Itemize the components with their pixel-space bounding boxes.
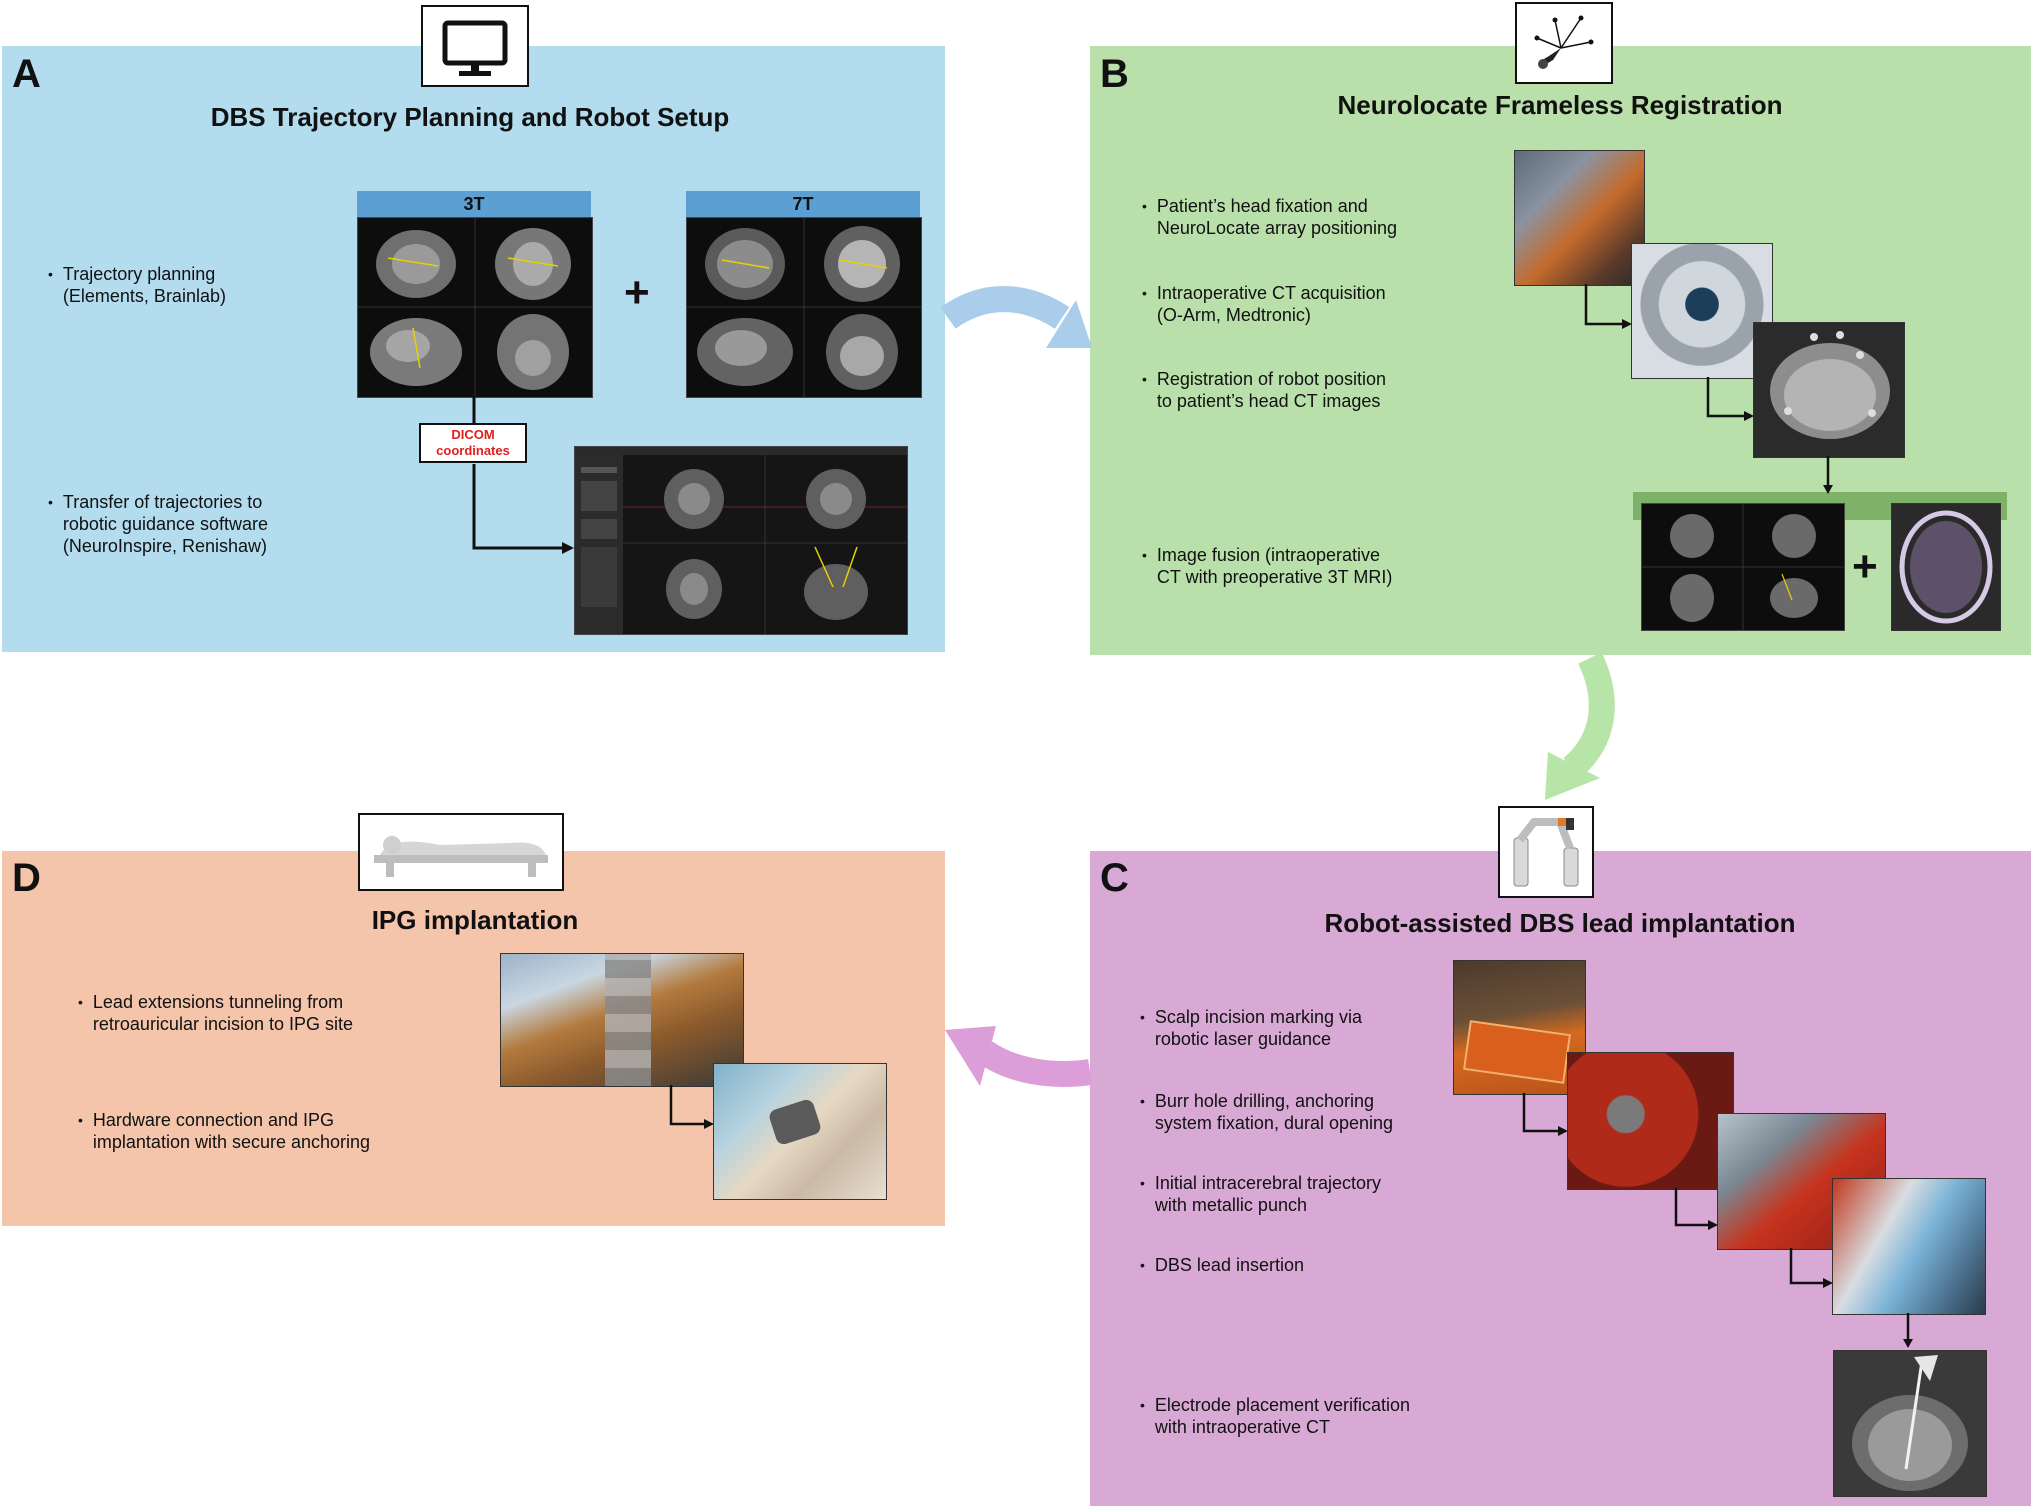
fusion-mri-image xyxy=(1641,503,1845,631)
ipg-device xyxy=(767,1097,823,1147)
bullet-text: Registration of robot position to patien… xyxy=(1156,369,1387,411)
bullet-text: Image fusion (intraoperative CT with pre… xyxy=(1156,545,1393,587)
pixelated-face-region xyxy=(605,954,651,1086)
panel-a-letter: A xyxy=(12,52,41,96)
panel-d-bullet-1: •Lead extensions tunneling from retroaur… xyxy=(78,992,354,1034)
plus-sign: + xyxy=(1852,542,1878,591)
arrow-c-to-d xyxy=(945,1026,1092,1087)
panel-d-letter: D xyxy=(12,856,41,900)
mri-7t-header: 7T xyxy=(686,191,920,217)
bullet-text: Intraoperative CT acquisition (O-Arm, Me… xyxy=(1156,283,1386,325)
panel-b-letter: B xyxy=(1100,52,1129,96)
panel-d-title: IPG implantation xyxy=(371,905,579,935)
panel-d-bullet-2: •Hardware connection and IPG implantatio… xyxy=(78,1110,371,1152)
bullet-text: Burr hole drilling, anchoring system fix… xyxy=(1154,1091,1394,1133)
burr-hole-photo xyxy=(1567,1052,1734,1190)
tunneling-photo xyxy=(500,953,744,1087)
neuroinspire-screenshot xyxy=(574,446,908,635)
panel-a-title: DBS Trajectory Planning and Robot Setup xyxy=(210,102,730,132)
mri-3t-image xyxy=(357,217,593,398)
bullet-text: Scalp incision marking via robotic laser… xyxy=(1154,1007,1362,1049)
bullet-text: Transfer of trajectories to robotic guid… xyxy=(62,492,269,556)
arrow-a-to-b xyxy=(940,286,1092,348)
arrow-b-to-c xyxy=(1545,652,1615,800)
panel-b-bullet-2: •Intraoperative CT acquisition (O-Arm, M… xyxy=(1142,283,1386,325)
panel-c-bullet-4: •DBS lead insertion xyxy=(1140,1255,1304,1275)
panel-b-bullet-3: •Registration of robot position to patie… xyxy=(1142,369,1387,411)
panel-c-bullet-2: •Burr hole drilling, anchoring system fi… xyxy=(1140,1091,1394,1133)
mri-7t-image xyxy=(686,217,922,398)
panel-c-bullet-3: •Initial intracerebral trajectory with m… xyxy=(1140,1173,1381,1215)
bullet-text: Lead extensions tunneling from retroauri… xyxy=(92,992,354,1034)
lead-insertion-photo xyxy=(1832,1178,1986,1315)
patient-supine-icon xyxy=(358,813,564,891)
plus-sign: + xyxy=(624,268,650,317)
oarm-photo xyxy=(1631,243,1773,379)
panel-b-bullet-4: •Image fusion (intraoperative CT with pr… xyxy=(1142,545,1393,587)
bullet-text: DBS lead insertion xyxy=(1154,1255,1304,1275)
dicom-coordinates-label: DICOM coordinates xyxy=(419,423,527,463)
bullet-text: Hardware connection and IPG implantation… xyxy=(92,1110,371,1152)
panel-c-letter: C xyxy=(1100,856,1129,900)
panel-a-bullet-1: •Trajectory planning (Elements, Brainlab… xyxy=(48,264,226,306)
panel-a-bullet-2: •Transfer of trajectories to robotic gui… xyxy=(48,492,269,556)
panel-b-bullet-1: •Patient’s head fixation and NeuroLocate… xyxy=(1142,196,1398,238)
panel-c-bullet-1: •Scalp incision marking via robotic lase… xyxy=(1140,1007,1362,1049)
panel-c-title: Robot-assisted DBS lead implantation xyxy=(1324,908,1796,938)
panel-c-bullet-5: •Electrode placement verification with i… xyxy=(1140,1395,1411,1437)
head-fixation-photo xyxy=(1514,150,1645,286)
fusion-ct-image xyxy=(1891,503,2001,631)
bullet-text: Initial intracerebral trajectory with me… xyxy=(1154,1173,1381,1215)
ipg-anchoring-photo xyxy=(713,1063,887,1200)
laser-module xyxy=(1463,1020,1571,1084)
robot-arm-icon xyxy=(1498,806,1594,898)
bullet-text: Electrode placement verification with in… xyxy=(1154,1395,1411,1437)
electrode-verification-ct xyxy=(1833,1350,1987,1497)
bullet-text: Patient’s head fixation and NeuroLocate … xyxy=(1156,196,1398,238)
mri-3t-header: 3T xyxy=(357,191,591,217)
monitor-icon xyxy=(421,5,529,87)
bullet-text: Trajectory planning (Elements, Brainlab) xyxy=(62,264,226,306)
panel-b-title: Neurolocate Frameless Registration xyxy=(1337,90,1783,120)
intraop-ct-photo xyxy=(1753,322,1905,458)
neurolocate-array-icon xyxy=(1515,2,1613,84)
laser-guidance-photo xyxy=(1453,960,1586,1095)
